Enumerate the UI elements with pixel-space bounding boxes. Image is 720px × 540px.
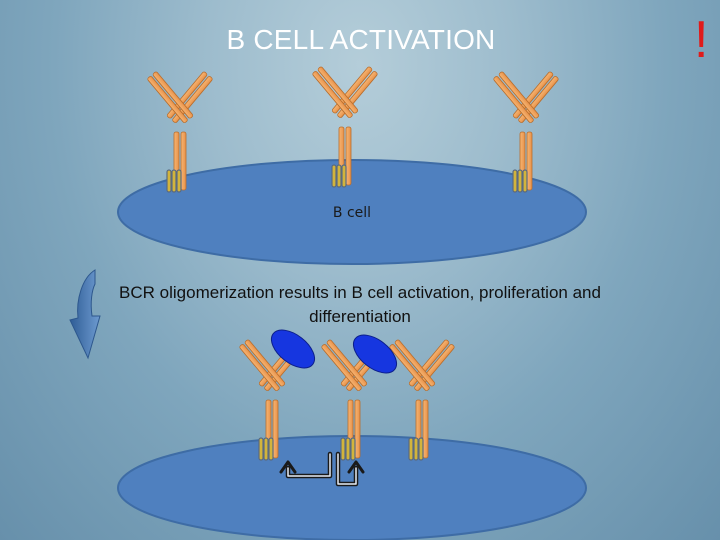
- exclamation-mark: !: [694, 11, 709, 69]
- antigen-1: [270, 329, 316, 369]
- caption-text: BCR oligomerization results in B cell ac…: [119, 283, 601, 326]
- curved-arrow-icon: [69, 269, 101, 360]
- antigen-2: [352, 334, 398, 374]
- b-cell-label: B cell: [332, 205, 372, 221]
- b-cell-top: [117, 159, 587, 265]
- signaling-arrows-icon: [279, 451, 365, 487]
- slide-title: B CELL ACTIVATION: [226, 24, 496, 55]
